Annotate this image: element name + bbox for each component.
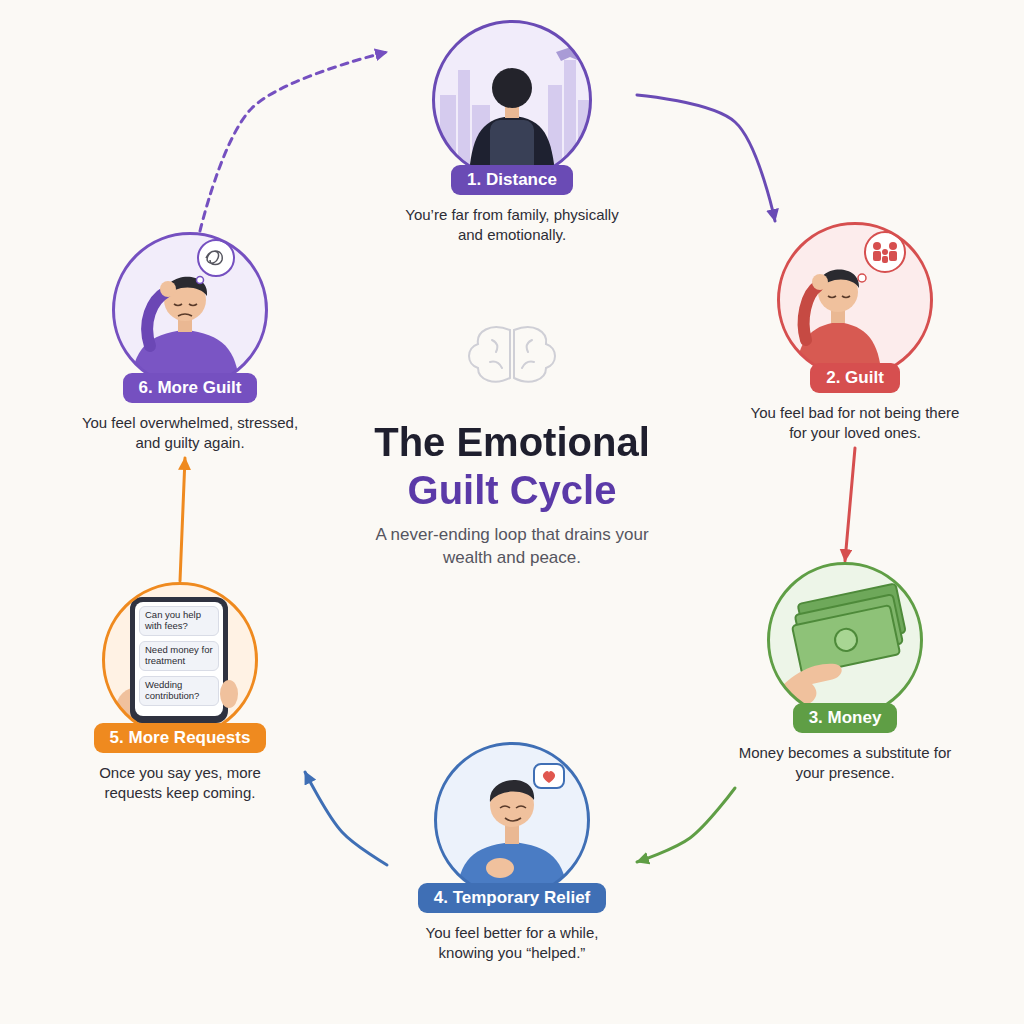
step-description: You feel bad for not being there for you… <box>745 403 965 442</box>
figure-body <box>873 251 881 261</box>
cycle-step: 3. MoneyMoney becomes a substitute for y… <box>720 561 970 788</box>
speech-bubble <box>534 764 564 788</box>
cycle-step: 4. Temporary ReliefYou feel better for a… <box>387 741 637 968</box>
cycle-step: 1. DistanceYou’re far from family, physi… <box>387 19 637 250</box>
thumb <box>220 680 238 708</box>
step-circle <box>104 584 257 737</box>
building <box>578 100 596 165</box>
step-description: You feel overwhelmed, stressed, and guil… <box>80 413 300 452</box>
step-label: 2. Guilt <box>810 363 900 393</box>
hand <box>160 281 176 297</box>
figure-head <box>889 242 897 250</box>
family-icon <box>873 242 897 263</box>
face <box>500 806 526 821</box>
arm <box>804 286 818 340</box>
phone-screen <box>135 602 223 716</box>
thought-dot <box>858 274 866 282</box>
step-circle <box>436 744 589 897</box>
figure-body <box>889 251 897 261</box>
step-outline <box>720 561 970 719</box>
message-bubble: Need money for treatment <box>139 641 219 671</box>
head <box>492 68 532 108</box>
figure-head <box>882 249 888 255</box>
overwhelm-illustration <box>112 232 268 392</box>
step-description: Once you say yes, more requests keep com… <box>70 763 290 802</box>
step-outline <box>387 741 637 899</box>
heart <box>543 771 555 783</box>
step-circle <box>769 564 922 717</box>
cycle-arrow <box>200 52 387 231</box>
note-seal <box>833 627 859 653</box>
phone <box>130 597 228 723</box>
cycle-arrow <box>845 448 855 561</box>
step-label: 4. Temporary Relief <box>418 883 607 913</box>
cycle-step: 6. More GuiltYou feel overwhelmed, stres… <box>65 231 315 458</box>
step-outline <box>65 231 315 389</box>
distance-illustration <box>432 20 596 185</box>
guilt-illustration <box>777 222 933 382</box>
cycle-arrow <box>305 772 387 865</box>
brain-lobe <box>514 327 555 382</box>
hand <box>486 858 514 878</box>
message-bubble: Wedding contribution? <box>139 676 219 706</box>
relief-illustration <box>434 742 590 905</box>
brain-fold <box>490 340 534 368</box>
step-description: You’re far from family, physically and e… <box>402 205 622 244</box>
step-description: Money becomes a substitute for your pres… <box>735 743 955 782</box>
step-description: You feel better for a while, knowing you… <box>402 923 622 962</box>
eyes <box>828 296 850 298</box>
thought-dot <box>197 277 204 284</box>
banknote <box>792 605 900 675</box>
circle-ground <box>432 20 592 180</box>
circle-ground <box>102 582 258 738</box>
cycle-arrow <box>637 95 775 221</box>
money-illustration <box>767 562 923 718</box>
arm <box>147 292 166 346</box>
cycle-arrow <box>637 788 735 862</box>
step-circle <box>434 22 591 179</box>
figure-body <box>882 256 888 263</box>
banknotes <box>788 583 910 674</box>
hand <box>768 664 842 708</box>
step-label: 5. More Requests <box>94 723 267 753</box>
cycle-step: 2. GuiltYou feel bad for not being there… <box>730 221 980 448</box>
message-bubble: Can you help with fees? <box>139 606 219 636</box>
brain-icon <box>469 327 555 382</box>
step-label: 1. Distance <box>451 165 573 195</box>
step-circle <box>114 234 267 387</box>
step-label: 6. More Guilt <box>123 373 258 403</box>
figure-head <box>873 242 881 250</box>
scribble <box>206 251 222 264</box>
subtitle: A never-ending loop that drains your wea… <box>362 524 662 570</box>
step-outline <box>730 221 980 379</box>
title: The Emotional Guilt Cycle <box>342 418 682 514</box>
step-label: 3. Money <box>793 703 898 733</box>
step-circle <box>779 224 932 377</box>
circle-ground <box>767 562 923 718</box>
hand <box>812 274 828 290</box>
step-outline <box>387 19 637 181</box>
building <box>458 70 470 165</box>
hair <box>490 780 534 802</box>
requests-illustration <box>102 582 258 744</box>
cycle-arrow <box>180 458 185 581</box>
face <box>174 304 197 316</box>
brain-lobe <box>469 327 510 382</box>
